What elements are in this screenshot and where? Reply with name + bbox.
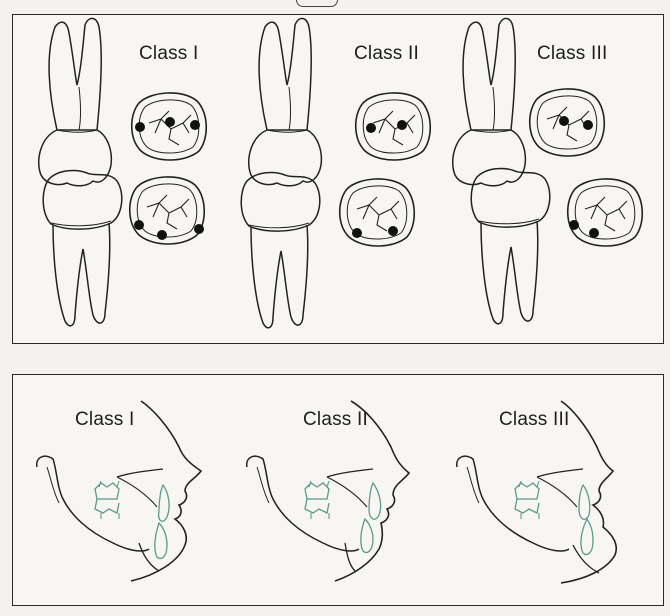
cusp-dot bbox=[352, 228, 362, 238]
cusp-dot bbox=[366, 123, 376, 133]
cusp-dot bbox=[569, 220, 579, 230]
cusp-dot bbox=[397, 120, 407, 130]
cusp-dot bbox=[165, 117, 175, 127]
profile-classification-panel: Class I Class II Class III bbox=[12, 374, 664, 606]
cusp-dot bbox=[559, 116, 569, 126]
cusp-dot bbox=[134, 220, 144, 230]
bottom-label-class-iii: Class III bbox=[499, 409, 569, 431]
cusp-dot bbox=[194, 224, 204, 234]
cusp-dot bbox=[589, 228, 599, 238]
top-label-class-i: Class I bbox=[139, 43, 198, 65]
cusp-dot bbox=[190, 120, 200, 130]
molar-classification-panel: Class I Class II Class III bbox=[12, 14, 664, 344]
bottom-label-class-i: Class I bbox=[75, 409, 134, 431]
cusp-dot bbox=[157, 230, 167, 240]
cusp-dot bbox=[388, 226, 398, 236]
top-label-class-ii: Class II bbox=[354, 43, 419, 65]
cusp-dot bbox=[583, 120, 593, 130]
top-edge-fragment bbox=[296, 0, 338, 7]
top-label-class-iii: Class III bbox=[537, 43, 607, 65]
cusp-dot bbox=[135, 122, 145, 132]
bottom-label-class-ii: Class II bbox=[303, 409, 368, 431]
